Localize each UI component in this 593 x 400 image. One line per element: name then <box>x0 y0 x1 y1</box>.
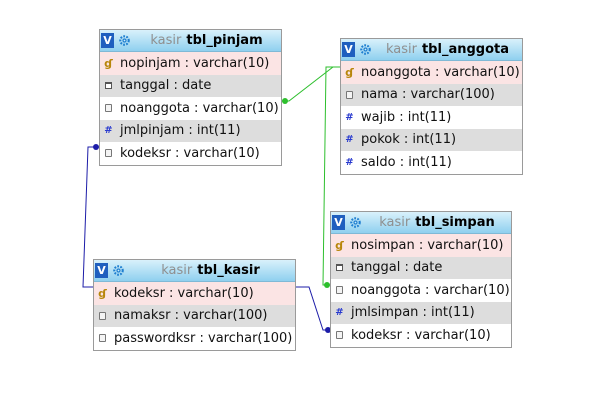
numeric-icon: # <box>345 134 354 146</box>
toggle-icon[interactable]: V <box>95 263 108 278</box>
column-label: kodeksr : varchar(10) <box>351 327 491 343</box>
table-row[interactable]: kodeksr : varchar(10) <box>331 324 511 347</box>
table-title: kasir tbl_simpan <box>363 215 511 230</box>
table-row[interactable]: # pokok : int(11) <box>341 128 522 151</box>
column-label: kodeksr : varchar(10) <box>114 285 254 301</box>
table-row[interactable]: # jmlsimpan : int(11) <box>331 301 511 324</box>
table-columns: ɠ kodeksr : varchar(10) namaksr : varchar(… <box>94 282 295 350</box>
field-icon <box>104 104 113 113</box>
table-columns: ɠ noanggota : varchar(10) nama : varchar(1… <box>341 61 522 174</box>
numeric-icon: # <box>104 125 113 137</box>
field-icon <box>335 286 344 295</box>
field-icon <box>345 90 354 99</box>
toggle-icon[interactable]: V <box>332 215 345 230</box>
table-db-name: kasir <box>385 42 417 57</box>
relation-simpan-kasir <box>296 286 331 331</box>
table-db-name: kasir <box>161 263 193 278</box>
table-row[interactable]: passwordksr : varchar(100) <box>94 327 295 350</box>
table-row[interactable]: ɠ noanggota : varchar(10) <box>341 61 522 84</box>
column-label: noanggota : varchar(10) <box>351 282 510 298</box>
table-row[interactable]: kodeksr : varchar(10) <box>100 142 281 165</box>
column-label: jmlsimpan : int(11) <box>351 305 475 321</box>
field-icon <box>104 149 113 158</box>
column-label: noanggota : varchar(10) <box>361 64 520 80</box>
table-row[interactable]: ɠ nopinjam : varchar(10) <box>100 52 281 75</box>
table-header[interactable]: V kasir tbl_anggota <box>341 39 522 61</box>
column-label: tanggal : date <box>120 78 212 94</box>
column-label: namaksr : varchar(100) <box>114 308 268 324</box>
column-label: noanggota : varchar(10) <box>120 100 279 116</box>
column-label: wajib : int(11) <box>361 109 452 125</box>
field-icon <box>98 334 107 343</box>
table-row[interactable]: tanggal : date <box>100 74 281 97</box>
key-icon: ɠ <box>335 238 344 252</box>
table-name: tbl_kasir <box>197 263 260 278</box>
calendar-icon <box>104 82 113 90</box>
toggle-icon[interactable]: V <box>101 33 114 48</box>
field-icon <box>98 311 107 320</box>
table-columns: ɠ nosimpan : varchar(10) tanggal : date noa… <box>331 234 511 347</box>
table-tbl-kasir[interactable]: V kasir tbl_kasir ɠ kodeksr : varchar(10) n… <box>93 259 296 351</box>
table-row[interactable]: ɠ nosimpan : varchar(10) <box>331 234 511 257</box>
table-tbl-pinjam[interactable]: V kasir tbl_pinjam ɠ nopinjam : varchar(10… <box>99 29 282 166</box>
table-columns: ɠ nopinjam : varchar(10) tanggal : date noa… <box>100 52 281 165</box>
table-tbl-anggota[interactable]: V kasir tbl_anggota ɠ noanggota : varchar(… <box>340 38 523 175</box>
table-row[interactable]: nama : varchar(100) <box>341 83 522 106</box>
table-header[interactable]: V kasir tbl_simpan <box>331 212 511 234</box>
table-row[interactable]: noanggota : varchar(10) <box>100 97 281 120</box>
table-title: kasir tbl_anggota <box>373 42 522 57</box>
numeric-icon: # <box>335 307 344 319</box>
gear-icon[interactable] <box>357 42 373 58</box>
table-row[interactable]: noanggota : varchar(10) <box>331 279 511 302</box>
table-name: tbl_simpan <box>415 215 495 230</box>
column-label: kodeksr : varchar(10) <box>120 145 260 161</box>
table-header[interactable]: V kasir tbl_kasir <box>94 260 295 282</box>
gear-icon[interactable] <box>347 215 363 231</box>
table-name: tbl_anggota <box>421 42 510 57</box>
column-label: nama : varchar(100) <box>361 87 495 103</box>
toggle-icon[interactable]: V <box>342 42 355 57</box>
column-label: saldo : int(11) <box>361 154 452 170</box>
table-row[interactable]: tanggal : date <box>331 256 511 279</box>
table-name: tbl_pinjam <box>186 33 263 48</box>
table-tbl-simpan[interactable]: V kasir tbl_simpan ɠ nosimpan : varchar(10… <box>330 211 512 348</box>
table-row[interactable]: # saldo : int(11) <box>341 151 522 174</box>
column-label: passwordksr : varchar(100) <box>114 330 293 346</box>
table-db-name: kasir <box>150 33 182 48</box>
column-label: tanggal : date <box>351 260 443 276</box>
table-row[interactable]: # wajib : int(11) <box>341 106 522 129</box>
numeric-icon: # <box>345 111 354 123</box>
key-icon: ɠ <box>104 56 113 70</box>
key-icon: ɠ <box>345 65 354 79</box>
column-label: pokok : int(11) <box>361 132 457 148</box>
table-row[interactable]: # jmlpinjam : int(11) <box>100 119 281 142</box>
column-label: nopinjam : varchar(10) <box>120 55 270 71</box>
key-icon: ɠ <box>98 286 107 300</box>
gear-icon[interactable] <box>110 263 126 279</box>
table-db-name: kasir <box>379 215 411 230</box>
column-label: nosimpan : varchar(10) <box>351 237 504 253</box>
numeric-icon: # <box>345 156 354 168</box>
table-row[interactable]: namaksr : varchar(100) <box>94 304 295 327</box>
table-row[interactable]: ɠ kodeksr : varchar(10) <box>94 282 295 305</box>
field-icon <box>335 331 344 340</box>
relation-pinjam-anggota <box>282 66 341 102</box>
calendar-icon <box>335 264 344 272</box>
table-header[interactable]: V kasir tbl_pinjam <box>100 30 281 52</box>
gear-icon[interactable] <box>116 33 132 49</box>
relation-pinjam-anggota-end <box>282 98 288 104</box>
table-title: kasir tbl_kasir <box>126 263 295 278</box>
table-title: kasir tbl_pinjam <box>132 33 281 48</box>
column-label: jmlpinjam : int(11) <box>120 123 241 139</box>
